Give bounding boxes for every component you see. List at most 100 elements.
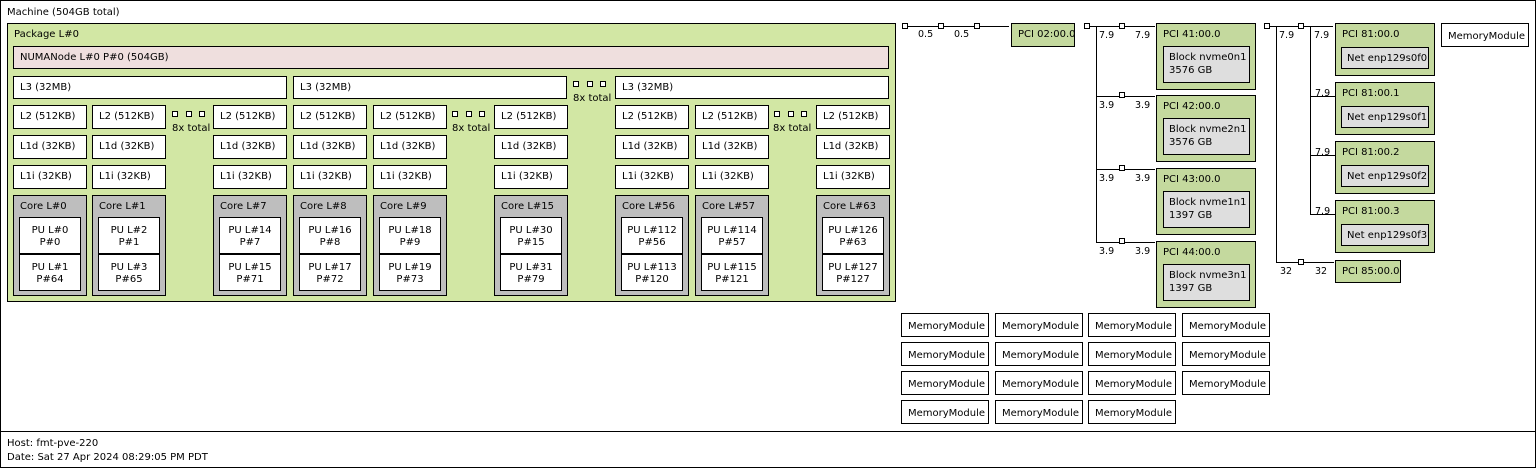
network-interface: Net enp129s0f2 [1341, 165, 1429, 187]
pu-physical-index: P#64 [36, 274, 64, 285]
collapsed-marker [774, 111, 780, 117]
memory-module: MemoryModule [1088, 313, 1176, 337]
bandwidth-label: 7.9 [1315, 206, 1331, 217]
bandwidth-label: 32 [1280, 266, 1293, 277]
l1i-cache: L1i (32KB) [615, 165, 689, 189]
pu-physical-index: P#121 [715, 274, 749, 285]
host-label: Host: fmt-pve-220 [7, 438, 99, 449]
pu-physical-index: P#127 [836, 274, 870, 285]
l1d-cache: L1d (32KB) [213, 135, 287, 159]
pu-label: PU L#15 [228, 262, 272, 273]
memory-module: MemoryModule [901, 342, 989, 366]
pu-physical-index: P#72 [316, 274, 344, 285]
bandwidth-label: 7.9 [1314, 30, 1330, 41]
l1d-cache: L1d (32KB) [92, 135, 166, 159]
l1i-cache: L1i (32KB) [494, 165, 568, 189]
link-line [1096, 96, 1155, 97]
collapsed-marker [573, 81, 579, 87]
pu-label: PU L#1 [31, 262, 69, 273]
pci-label: PCI 85:00.0 [1342, 266, 1400, 277]
bandwidth-label: 3.9 [1135, 173, 1151, 184]
bridge-marker [1119, 92, 1125, 98]
pu-label: PU L#3 [110, 262, 148, 273]
pu-label: PU L#14 [228, 225, 272, 236]
block-device: Block nvme3n1 1397 GB [1163, 264, 1250, 301]
memory-module: MemoryModule [995, 400, 1083, 424]
collapsed-marker [199, 111, 205, 117]
memory-module: MemoryModule [901, 313, 989, 337]
footer-divider [0, 431, 1536, 432]
collapsed-marker [600, 81, 606, 87]
l1d-cache: L1d (32KB) [615, 135, 689, 159]
pu-label: PU L#114 [707, 225, 757, 236]
block-device: Block nvme0n1 3576 GB [1163, 46, 1250, 83]
bridge-marker [1298, 23, 1304, 29]
bandwidth-label: 0.5 [918, 29, 934, 40]
link-line [1276, 26, 1277, 262]
l3-total-label: 8x total [573, 93, 612, 104]
memory-module: MemoryModule [1088, 400, 1176, 424]
pu-physical-index: P#7 [239, 237, 261, 248]
pu-label: PU L#31 [509, 262, 553, 273]
bandwidth-label: 7.9 [1279, 30, 1295, 41]
l1i-cache: L1i (32KB) [293, 165, 367, 189]
l1i-cache: L1i (32KB) [816, 165, 890, 189]
bandwidth-label: 32 [1315, 266, 1328, 277]
package-label: Package L#0 [14, 29, 79, 40]
group-total-label: 8x total [452, 123, 491, 134]
link-line [1310, 96, 1335, 97]
memory-module: MemoryModule [1088, 371, 1176, 395]
network-interface: Net enp129s0f0 [1341, 47, 1429, 69]
pu-label: PU L#18 [388, 225, 432, 236]
l2-cache: L2 (512KB) [494, 105, 568, 129]
pu-physical-index: P#9 [399, 237, 421, 248]
pu-label: PU L#112 [627, 225, 677, 236]
l3-cache: L3 (32MB) [293, 76, 567, 99]
pu-physical-index: P#0 [39, 237, 61, 248]
l2-cache: L2 (512KB) [816, 105, 890, 129]
l1d-cache: L1d (32KB) [816, 135, 890, 159]
pu-physical-index: P#120 [635, 274, 669, 285]
memory-module: MemoryModule [901, 371, 989, 395]
date-label: Date: Sat 27 Apr 2024 08:29:05 PM PDT [7, 452, 208, 463]
memory-module: MemoryModule [1182, 313, 1270, 337]
bandwidth-label: 7.9 [1135, 30, 1151, 41]
l1d-cache: L1d (32KB) [13, 135, 87, 159]
numa-node: NUMANode L#0 P#0 (504GB) [13, 46, 889, 69]
pu-physical-index: P#73 [396, 274, 424, 285]
l2-cache: L2 (512KB) [213, 105, 287, 129]
memory-module: MemoryModule [995, 371, 1083, 395]
l3-cache: L3 (32MB) [13, 76, 287, 99]
l2-cache: L2 (512KB) [92, 105, 166, 129]
pci-label: PCI 02:00.0 [1018, 29, 1076, 40]
pu-physical-index: P#8 [319, 237, 341, 248]
network-interface: Net enp129s0f3 [1341, 224, 1429, 246]
l2-cache: L2 (512KB) [373, 105, 447, 129]
bandwidth-label: 3.9 [1099, 100, 1115, 111]
l2-cache: L2 (512KB) [615, 105, 689, 129]
l3-cache: L3 (32MB) [615, 76, 889, 99]
pu-label: PU L#113 [627, 262, 677, 273]
memory-module: MemoryModule [1441, 23, 1529, 47]
pu-label: PU L#126 [828, 225, 878, 236]
collapsed-marker [587, 81, 593, 87]
l1d-cache: L1d (32KB) [494, 135, 568, 159]
memory-module: MemoryModule [901, 400, 989, 424]
collapsed-marker [479, 111, 485, 117]
pu-label: PU L#30 [509, 225, 553, 236]
bandwidth-label: 3.9 [1099, 173, 1115, 184]
pu-physical-index: P#57 [718, 237, 746, 248]
bandwidth-label: 7.9 [1315, 147, 1331, 158]
collapsed-marker [186, 111, 192, 117]
memory-module: MemoryModule [1088, 342, 1176, 366]
memory-module: MemoryModule [995, 313, 1083, 337]
pci-device: PCI 02:00.0 [1011, 23, 1076, 47]
link-line [1096, 169, 1155, 170]
